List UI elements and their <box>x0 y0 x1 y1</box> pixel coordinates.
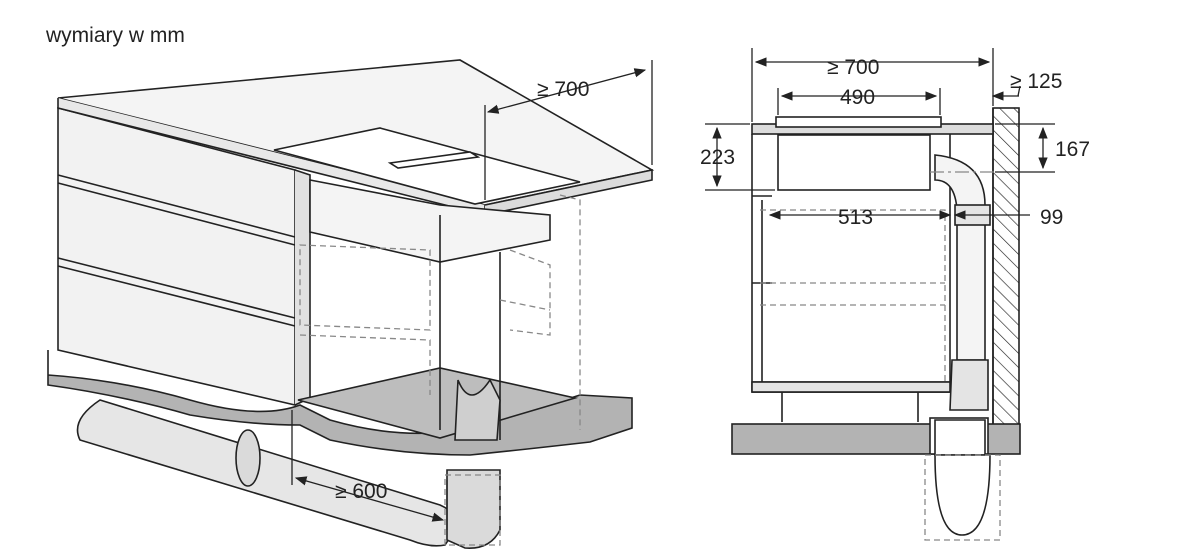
hob-glass <box>273 127 581 205</box>
duct-elbow <box>446 469 501 549</box>
extractor-box <box>309 179 551 263</box>
dim-left-width: ≥ 700 <box>537 78 589 101</box>
dim-depth: 513 <box>838 206 873 229</box>
dim-hob-width: 490 <box>840 86 875 109</box>
hob-vent <box>387 151 481 169</box>
wall <box>992 107 1020 427</box>
section-duct <box>934 154 986 361</box>
right-dimensions <box>705 48 1055 220</box>
dashed-outline-left <box>299 194 581 546</box>
dim-right-width: ≥ 700 <box>827 56 879 79</box>
cabinet-bottom <box>297 367 579 439</box>
dim-hob-height: 223 <box>700 146 735 169</box>
dashed-outline-right <box>760 171 1001 541</box>
section-hob <box>777 134 931 191</box>
units-caption: wymiary w mm <box>46 24 185 47</box>
dim-vent-height: 167 <box>1055 138 1090 161</box>
section-view <box>731 107 1021 536</box>
left-dimensions <box>291 60 653 530</box>
perspective-view <box>47 59 655 549</box>
dim-duct-length: ≥ 600 <box>335 480 387 503</box>
dim-pipe: 99 <box>1040 206 1063 229</box>
dim-wall-gap: ≥ 125 <box>1010 70 1062 93</box>
